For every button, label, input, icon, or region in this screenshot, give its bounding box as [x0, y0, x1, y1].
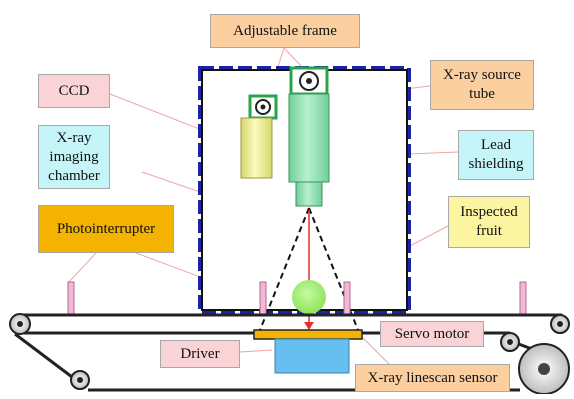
pulleys [9, 313, 570, 395]
label-xray-source-tube: X-ray source tube [430, 60, 534, 110]
inspected-fruit-icon [292, 280, 326, 314]
leader-photointerrupter-post [67, 252, 97, 284]
label-ccd: CCD [38, 74, 110, 108]
label-lead-shielding: Lead shielding [458, 130, 534, 180]
label-adjustable-frame: Adjustable frame [210, 14, 360, 48]
post-4 [519, 281, 527, 317]
label-xray-imaging-chamber: X-ray imaging chamber [38, 125, 110, 189]
ccd-camera [240, 117, 273, 179]
xray-source-tube [288, 93, 330, 207]
post-1 [67, 281, 75, 317]
driver-box [274, 338, 350, 374]
label-driver: Driver [160, 340, 240, 368]
label-inspected-fruit: Inspected fruit [448, 196, 530, 248]
label-servo-motor: Servo motor [380, 321, 484, 347]
beam-arrowhead-icon [304, 322, 314, 330]
leader-imaging-chamber [141, 171, 201, 193]
label-photointerrupter: Photointerrupter [38, 205, 174, 253]
label-xray-linescan-sensor: X-ray linescan sensor [355, 364, 510, 392]
post-3 [343, 281, 351, 317]
post-2 [259, 281, 267, 317]
linescan-sensor-bar [253, 329, 363, 340]
leader-lead-shielding [408, 151, 459, 155]
leader-driver [239, 349, 273, 353]
